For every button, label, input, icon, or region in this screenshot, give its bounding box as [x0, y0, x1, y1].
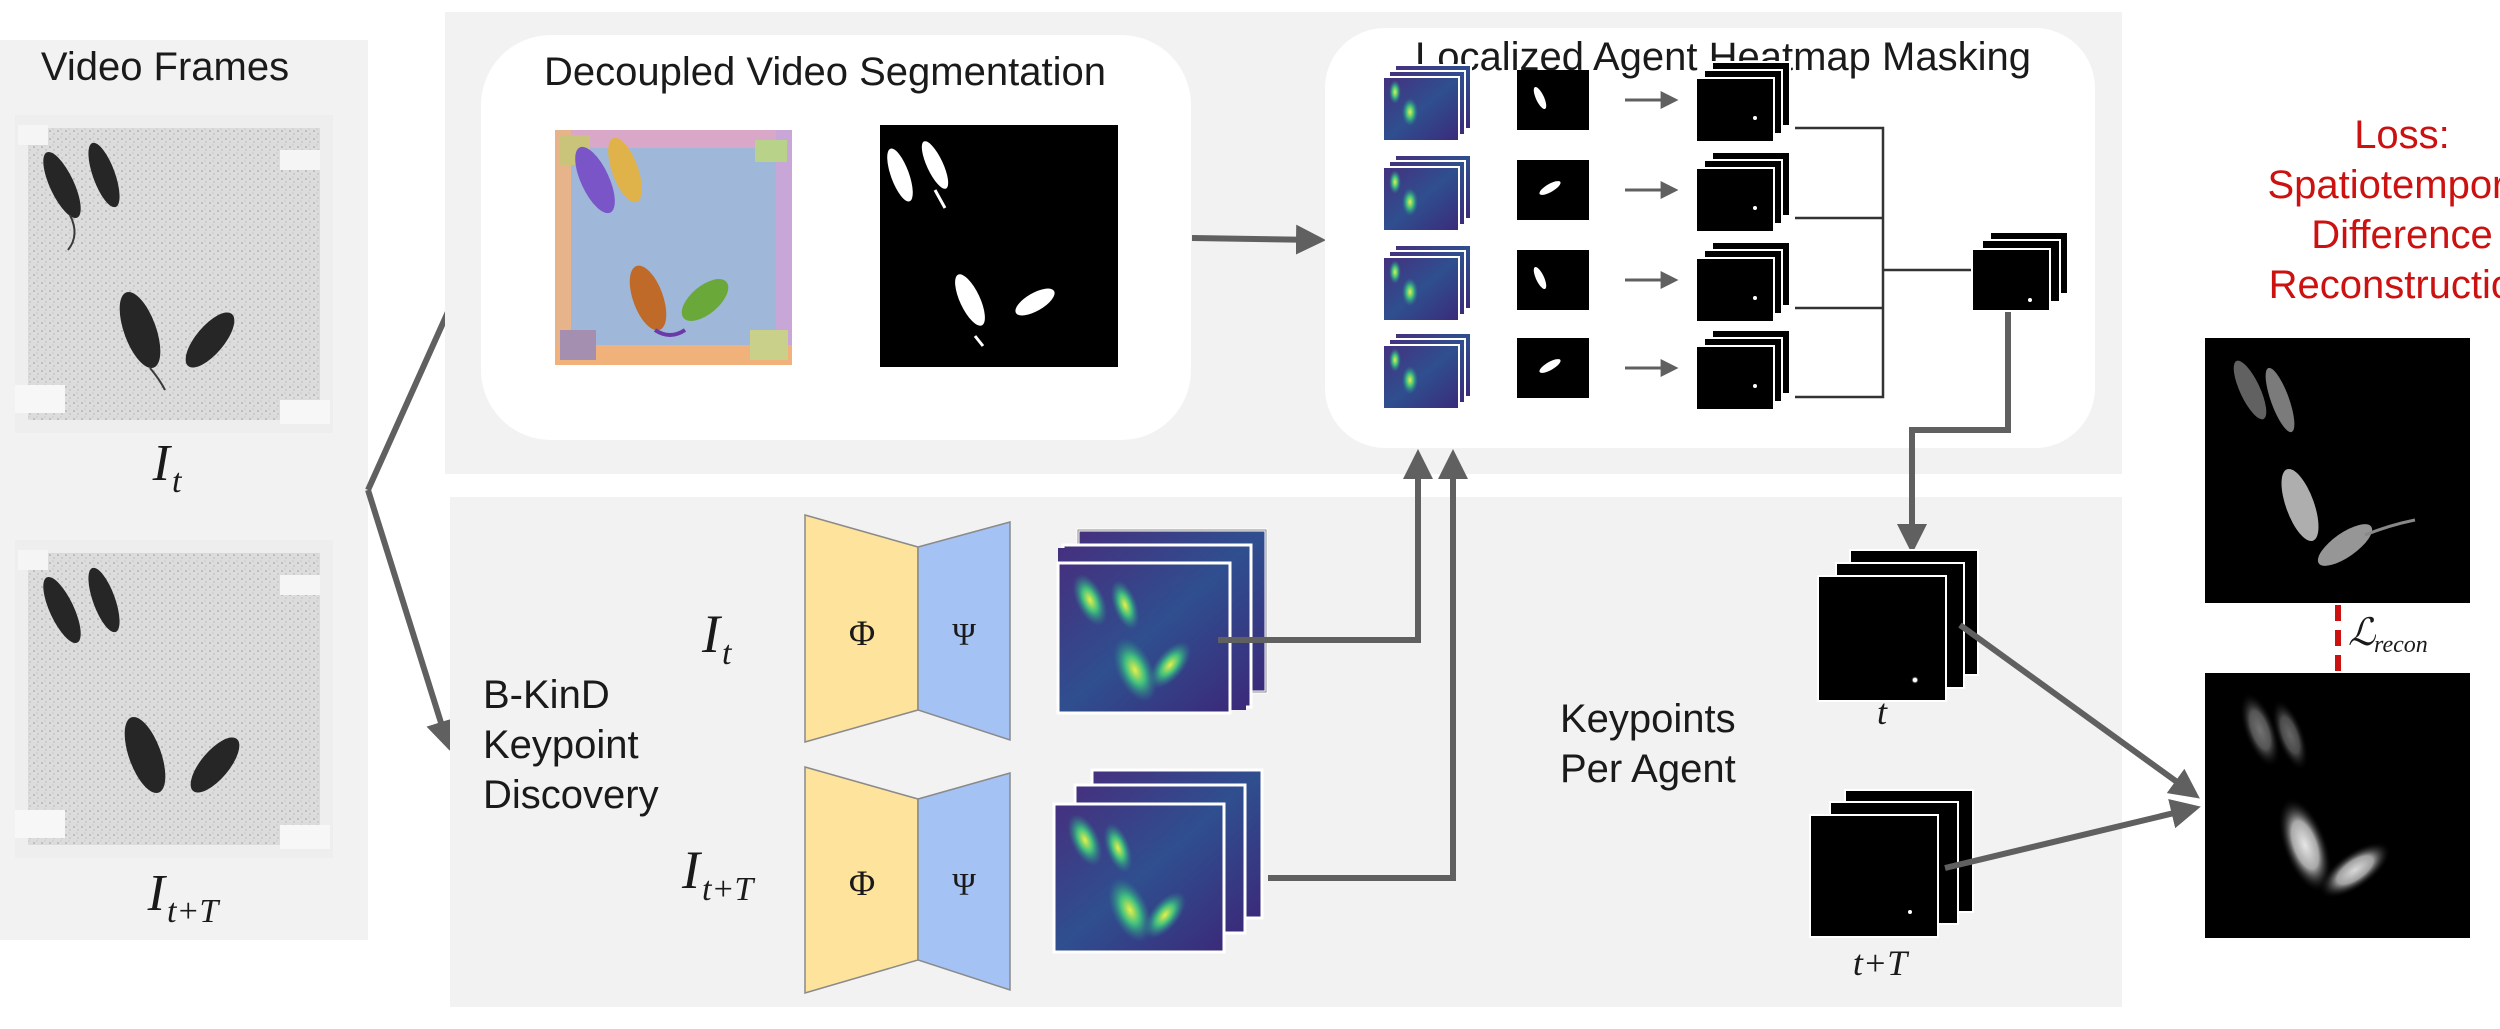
masking-row	[1382, 329, 1791, 411]
masking-row	[1382, 151, 1791, 233]
svg-text:I: I	[701, 604, 723, 664]
agent-mask-shape	[1533, 86, 1547, 110]
keypoints-to-recon-arrows	[1944, 622, 2201, 871]
svg-text:Keypoints: Keypoints	[1560, 697, 1736, 741]
keypoint-t-label: t	[1877, 692, 1888, 732]
masking-merged-stack	[1971, 231, 2069, 312]
svg-text:Φ: Φ	[849, 863, 875, 903]
svg-text:Discovery: Discovery	[483, 773, 659, 817]
svg-text:Spatiotemporal: Spatiotemporal	[2267, 163, 2500, 207]
masked-output-layer	[1695, 257, 1775, 323]
bkind-label: B-KinD Keypoint Discovery	[483, 673, 659, 817]
svg-text:recon: recon	[2374, 632, 2428, 658]
masking-heatmap-blob	[1389, 348, 1401, 372]
svg-text:Ψ: Ψ	[952, 866, 976, 902]
decoder-psi-tT	[917, 772, 1011, 992]
masking-rows	[1382, 61, 1791, 411]
masked-output-layer	[1695, 167, 1775, 233]
masking-merge-lines	[1795, 126, 1975, 399]
video-frames-title: Video Frames	[41, 45, 289, 89]
frame-t-image	[15, 115, 333, 433]
heatmap-stack-tT	[1052, 768, 1264, 954]
heatmaps-to-masking-arrows	[1218, 449, 1468, 881]
svg-text:Ψ: Ψ	[952, 616, 976, 652]
svg-text:Loss:: Loss:	[2354, 113, 2450, 157]
keypoint-stack-t	[1817, 549, 1979, 702]
video-frames-panel: Video Frames I t	[0, 40, 368, 940]
svg-text:Keypoint: Keypoint	[483, 723, 639, 767]
agent-mask-image	[1517, 70, 1589, 130]
masked-keypoint-dot	[1753, 116, 1757, 120]
decoder-psi-t	[917, 521, 1011, 742]
svg-text:I: I	[681, 840, 703, 900]
masking-to-keypoints-arrow	[1897, 312, 2011, 554]
svg-text:t+T: t+T	[702, 871, 755, 908]
loss-title: Loss: Spatiotemporal Difference Reconstr…	[2267, 113, 2500, 307]
keypoint-tT-label: t+T	[1853, 943, 1910, 983]
masked-keypoint-dot	[1753, 384, 1757, 388]
segmentation-color-image	[555, 130, 792, 365]
encoder-decoder-t: Φ Ψ	[804, 514, 1011, 743]
keypoint-stack-tT	[1809, 789, 1974, 938]
frame-tT-caption: I t+T	[147, 865, 221, 930]
masking-row	[1382, 61, 1791, 143]
keypoints-label: Keypoints Per Agent	[1560, 697, 1736, 791]
masked-output-layer	[1695, 77, 1775, 143]
agent-mask-shape	[1539, 359, 1561, 373]
svg-text:I: I	[152, 435, 173, 492]
masked-keypoint-dot	[1753, 206, 1757, 210]
agent-mask-image	[1517, 250, 1589, 310]
masking-heatmap-blob	[1402, 188, 1418, 216]
segmentation-mask-image	[880, 125, 1118, 367]
svg-text:t: t	[172, 463, 183, 500]
agent-mask-shape	[1533, 266, 1547, 290]
segmentation-to-masking-arrow	[1191, 224, 1326, 255]
svg-text:t+T: t+T	[167, 893, 220, 930]
recon-loss-symbol: ℒ recon	[2348, 612, 2428, 658]
svg-text:Φ: Φ	[849, 613, 875, 653]
svg-text:Difference: Difference	[2311, 213, 2493, 257]
svg-text:Reconstruction: Reconstruction	[2269, 263, 2500, 307]
masked-output-layer	[1695, 345, 1775, 411]
svg-text:B-KinD: B-KinD	[483, 673, 610, 717]
frame-t-caption: I t	[152, 435, 183, 500]
bkind-input-t-label: I t	[701, 604, 733, 672]
svg-text:Per Agent: Per Agent	[1560, 747, 1736, 791]
heatmap-stack-t	[1056, 528, 1268, 715]
masking-heatmap-blob	[1389, 260, 1401, 284]
masking-heatmap-blob	[1402, 278, 1418, 306]
reconstructed-image	[2205, 673, 2470, 938]
frame-tT-image	[15, 540, 333, 858]
masking-row	[1382, 241, 1791, 323]
masking-heatmap-blob	[1389, 80, 1401, 104]
svg-text:t: t	[722, 635, 733, 672]
masked-keypoint-dot	[1753, 296, 1757, 300]
segmentation-card: Decoupled Video Segmentation	[481, 35, 1191, 440]
svg-text:I: I	[147, 865, 168, 922]
segmentation-title: Decoupled Video Segmentation	[544, 50, 1106, 94]
masking-heatmap-blob	[1389, 170, 1401, 194]
masking-heatmap-blob	[1402, 366, 1418, 394]
masking-card: Localized Agent Heatmap Masking	[1325, 28, 2095, 448]
masking-heatmap-blob	[1402, 98, 1418, 126]
target-difference-image	[2205, 338, 2470, 603]
encoder-decoder-tT: Φ Ψ	[804, 766, 1011, 995]
agent-mask-shape	[1539, 181, 1561, 195]
bkind-input-tT-label: I t+T	[681, 840, 755, 908]
svg-text:ℒ: ℒ	[2348, 612, 2377, 654]
